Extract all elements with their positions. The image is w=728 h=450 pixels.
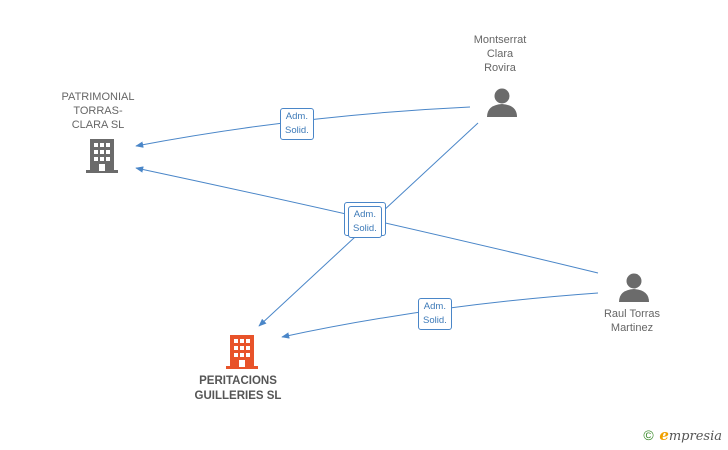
person-icon[interactable]	[619, 273, 649, 303]
building-icon[interactable]	[86, 139, 118, 173]
person-icon[interactable]	[487, 88, 517, 118]
edge-label-adm-solid: Adm. Solid.	[418, 298, 452, 330]
copyright-icon: ©	[643, 427, 654, 443]
edge-label-adm-solid: Adm. Solid.	[280, 108, 314, 140]
node-label-peritacions[interactable]: PERITACIONS GUILLERIES SL	[194, 375, 282, 402]
node-label-raul[interactable]: Raul Torras Martinez	[603, 308, 661, 334]
edge-label-adm-solid: Adm. Solid.	[348, 206, 382, 238]
node-label-patrimonial[interactable]: PATRIMONIAL TORRAS- CLARA SL	[61, 91, 135, 131]
brand-logo: empresia	[659, 426, 722, 444]
building-icon[interactable]	[226, 335, 258, 369]
node-label-montserrat[interactable]: Montserrat Clara Rovira	[473, 34, 527, 74]
empresia-watermark: © empresia	[643, 426, 722, 444]
